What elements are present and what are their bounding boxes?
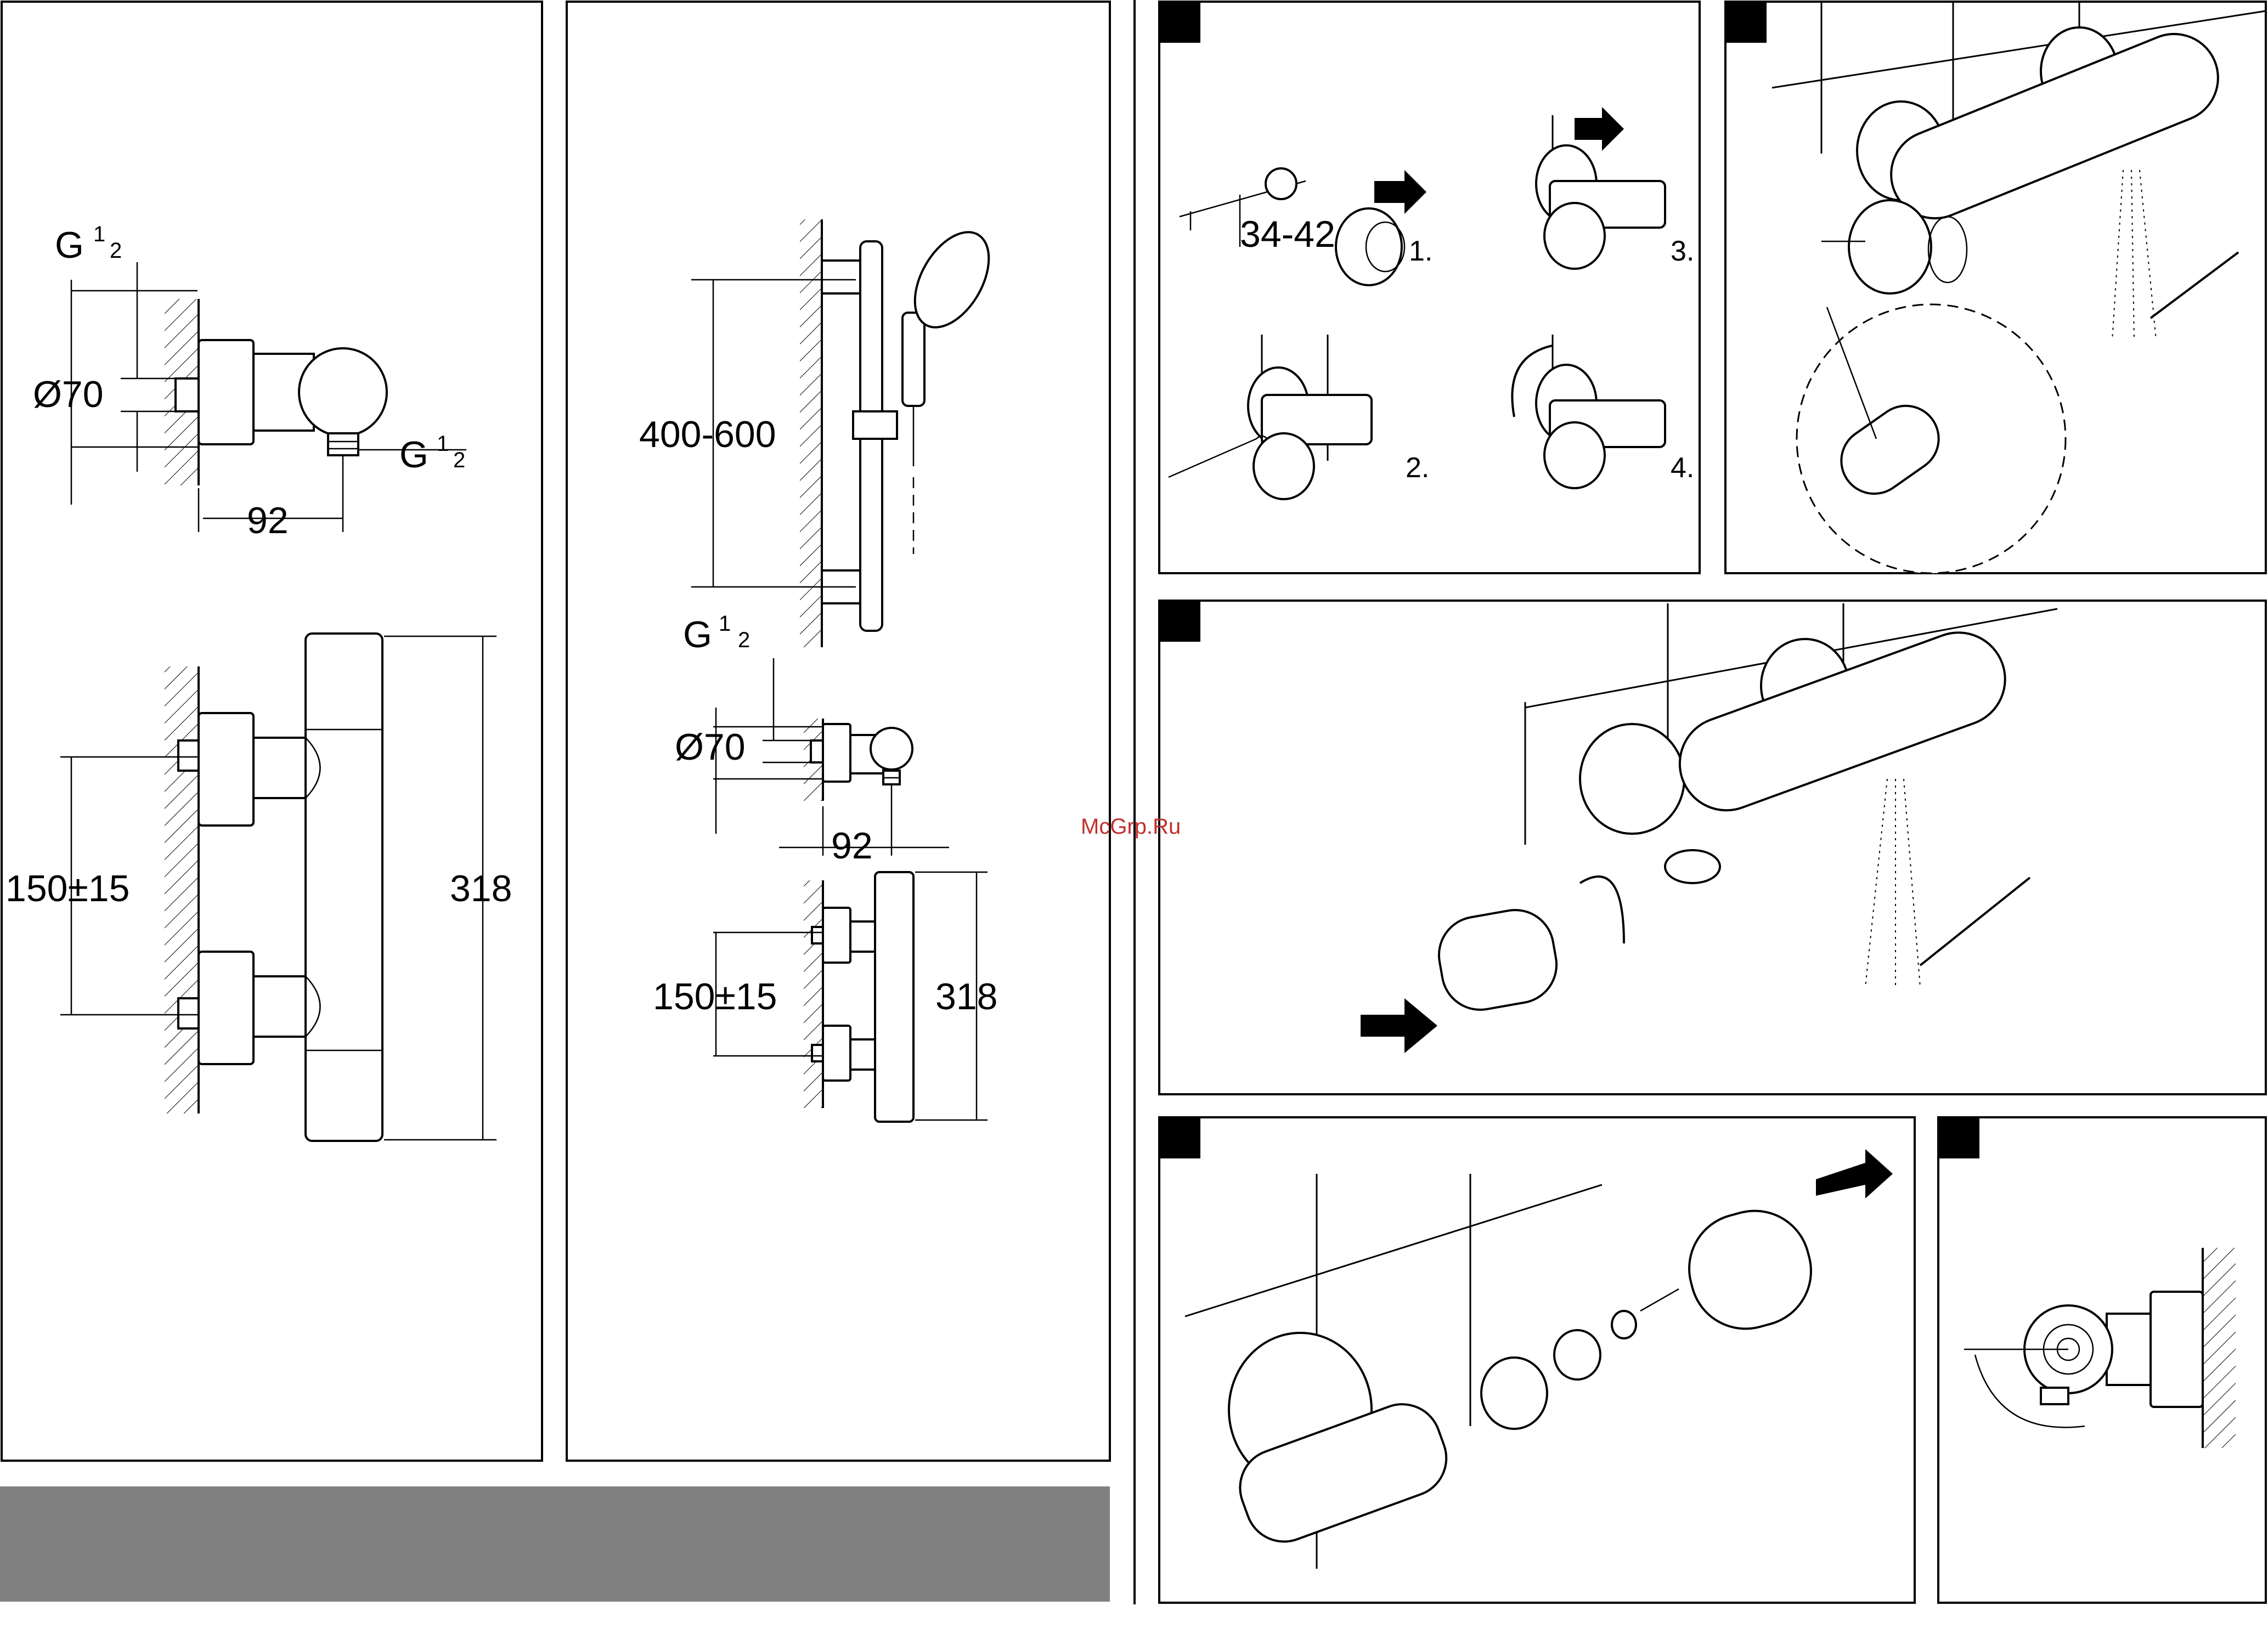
thread-num: 1 [93,222,105,246]
rail-range-label: 400-600 [639,414,776,455]
outlet-thread-num: 1 [437,432,449,456]
dimension-panel-shower-set: 400-600 G 1 2 Ø70 92 [567,2,1110,1461]
step-2-label: 2. [1406,452,1429,484]
thread-num-small: 1 [719,612,731,636]
centers-label: 150±15 [5,868,129,909]
height-label: 318 [450,868,512,909]
range-label: 34-42 [1240,213,1335,255]
escutcheon [199,340,253,444]
outlet-thread-den: 2 [453,448,465,472]
cartridge-removal-panel: McGrp.Ru [1081,601,2266,1094]
thermostat-body-front [306,634,382,1141]
wall-hatch-front [165,666,199,1113]
thread-den-small: 2 [738,628,750,652]
exploded-view-panel [1159,1117,1915,1603]
rotation-detail-panel [1938,1117,2266,1603]
thermostat-body-round [299,348,387,436]
wall-hatch-rail [800,219,822,647]
slider [853,411,897,439]
diameter-label-small: Ø70 [675,726,746,768]
inlet-thread-label-small: G [683,614,712,655]
outlet-nut [328,433,358,455]
inlet-thread-label: G [55,224,84,266]
height-label-small: 318 [935,976,997,1017]
step-1-label: 1. [1409,235,1432,267]
inlet-stub [176,378,199,411]
depth-label: 92 [247,500,289,541]
centers-label-small: 150±15 [653,976,777,1017]
dimension-panel-thermostat: G 1 2 Ø70 G 1 2 92 150±15 318 [2,2,542,1461]
install-steps-panel: 34-42 1. 2. 3. 4. [1159,2,1700,573]
panel-marker [1159,2,1200,43]
depth-label-small: 92 [831,825,873,867]
thread-den: 2 [110,239,122,263]
outlet-thread-label: G [399,434,428,476]
step-4-label: 4. [1671,452,1694,484]
step-3-label: 3. [1671,235,1694,267]
temperature-detail-panel [1725,2,2266,573]
diameter-label: Ø70 [33,374,104,415]
hand-shower-handle [902,313,924,406]
watermark: McGrp.Ru [1081,815,1181,839]
footer-bar [0,1486,1110,1602]
